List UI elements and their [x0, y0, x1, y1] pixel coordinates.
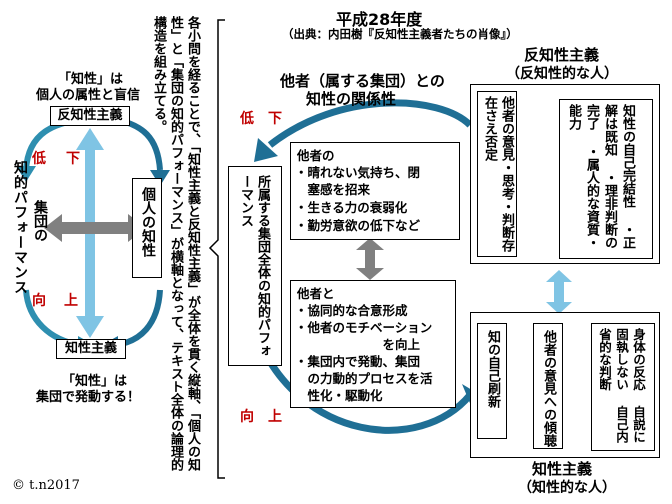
anti-intellectualism-subtitle: （反知性的な人）: [506, 66, 618, 82]
anti-intellectualism-box: 反知性主義: [50, 106, 130, 126]
individual-intellect-box: 個人の知性: [132, 178, 162, 278]
horizontal-axis-arrow: [60, 222, 130, 234]
self-complete-line: 知性の自己完結性: [620, 104, 635, 208]
left-bottom-note-line1: 「知性」は: [62, 374, 128, 389]
left-top-note-line2: 個人の属性と盲信: [36, 88, 141, 103]
group-performance-text: 所属する集団全体の知的パフォーマンス: [238, 175, 270, 357]
anti-intellectualism-panel: 他者の意見・思考・判断存在さえ否定 知性の自己完結性 ・正解は既知 ・理非判断の…: [470, 84, 660, 264]
anti-intellectualism-title: 反知性主義: [524, 46, 600, 64]
intellectualism-subtitle: （知性的な人）: [518, 480, 616, 496]
self-complete-line: ・正解は既知: [602, 104, 635, 249]
structure-note: 各小問を経ることで、「知性主義と反知性主義」が全体を貫く縦軸、「個人の知性」と「…: [151, 16, 200, 471]
self-complete-box: 知性の自己完結性 ・正解は既知 ・理非判断の完了 ・属人的な資質・能力: [559, 99, 653, 259]
right-double-arrow: [554, 280, 564, 304]
up-up-label: 向 上: [240, 409, 282, 425]
self-renewal-box: 知の自己刷新: [477, 323, 507, 439]
deny-others-box: 他者の意見・思考・判断存在さえ否定: [477, 91, 517, 257]
dir-label: 向: [32, 293, 46, 309]
intellectualism-panel: 知の自己刷新 他者の意見への傾聴 身体の反応 自説に固執しない 自己内省的な判断: [470, 312, 660, 458]
body-reaction-line: 身体の反応: [631, 328, 646, 391]
group-label: 集団の: [32, 200, 48, 242]
others-positive-item: ・他者のモチベーション: [295, 320, 433, 335]
body-reaction-box: 身体の反応 自説に固執しない 自己内省的な判断: [591, 323, 655, 451]
individual-intellect-text: 個人の知性: [140, 187, 156, 257]
listen-others-box: 他者の意見への傾聴: [533, 323, 563, 449]
left-bottom-note-line2: 集団で発動する！: [36, 390, 141, 405]
self-complete-text: 知性の自己完結性 ・正解は既知 ・理非判断の完了 ・属人的な資質・能力: [564, 104, 636, 258]
deny-others-text: 他者の意見・思考・判断存在さえ否定: [482, 96, 514, 252]
others-positive-item: を向上: [295, 337, 421, 352]
self-complete-line: ・属人的な資質・能力: [566, 104, 599, 249]
arc-arrow-top: [267, 99, 473, 148]
low-down-label: 低 下: [240, 111, 282, 127]
source-citation: （出典：内田樹『反知性主義者たちの肖像』）: [282, 27, 518, 41]
arc-arrow-bottom: [254, 336, 473, 434]
intellectual-performance-label: 知的パフォーマンス: [12, 160, 28, 295]
middle-double-arrow: [365, 248, 375, 270]
others-negative-item: ・勤労意欲の低下など: [295, 218, 421, 233]
others-positive-item: の力動的プロセスを活: [295, 371, 433, 386]
others-negative-box: 他者の ・晴れない気持ち、閉 塞感を招来 ・生きる力の衰弱化 ・勤労意欲の低下な…: [290, 142, 460, 240]
others-negative-item: 塞感を招来: [295, 182, 371, 197]
others-positive-box: 他者と ・協同的な合意形成 ・他者のモチベーション を向上 ・集団内で発動、集団…: [290, 280, 456, 408]
down-label: 下: [66, 151, 80, 167]
others-negative-head: 他者の: [297, 148, 335, 163]
intellectualism-title: 知性主義: [532, 460, 593, 478]
intellectualism-box: 知性主義: [56, 339, 126, 359]
self-renewal-text: 知の自己刷新: [485, 330, 500, 408]
center-heading-line1: 他者（属する集団）との: [280, 72, 445, 90]
body-reaction-text: 身体の反応 自説に固執しない 自己内省的な判断: [596, 328, 647, 448]
up-label: 上: [64, 293, 78, 309]
left-top-note-line1: 「知性」は: [58, 72, 124, 87]
body-reaction-line: 自説に固執しない: [614, 328, 646, 443]
brace-bracket: [208, 19, 225, 479]
others-positive-item: 性化・駆動化: [295, 388, 383, 403]
others-negative-item: ・晴れない気持ち、閉: [295, 165, 421, 180]
others-positive-item: ・協同的な合意形成: [295, 303, 408, 318]
group-performance-box: 所属する集団全体の知的パフォーマンス: [228, 166, 282, 366]
others-positive-item: ・集団内で発動、集団: [295, 354, 421, 369]
center-heading-line2: 知性の関係性: [306, 90, 397, 108]
self-complete-line: ・理非判断の完了: [584, 104, 617, 249]
body-reaction-line: 自己内省的な判断: [597, 328, 629, 443]
copyright-text: © t.n2017: [12, 478, 80, 493]
page-title: 平成28年度: [336, 10, 423, 29]
others-negative-item: ・生きる力の衰弱化: [295, 200, 408, 215]
others-positive-head: 他者と: [297, 286, 335, 301]
low-label: 低: [32, 151, 46, 167]
listen-others-text: 他者の意見への傾聴: [541, 330, 556, 447]
